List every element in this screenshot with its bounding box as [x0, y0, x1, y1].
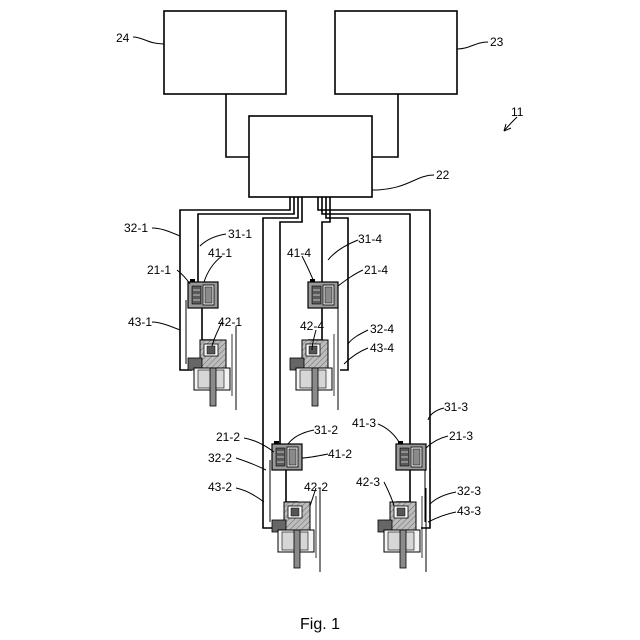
label-41-2: 41-2: [328, 447, 352, 461]
label-42-4: 42-4: [300, 319, 324, 333]
leader-23: [457, 42, 488, 49]
label-43-3: 43-3: [457, 504, 481, 518]
label-42-1: 42-1: [218, 315, 242, 329]
brake-42-1: [188, 326, 236, 410]
label-41-3: 41-3: [352, 416, 376, 430]
label-32-4: 32-4: [370, 322, 394, 336]
actuator-21-2: [272, 441, 302, 470]
link-23-22: [372, 94, 398, 157]
figure-caption: Fig. 1: [300, 616, 340, 633]
label-21-1: 21-1: [147, 263, 171, 277]
leader-22: [372, 175, 434, 190]
label-32-1: 32-1: [124, 221, 148, 235]
label-21-4: 21-4: [364, 263, 388, 277]
label-41-4: 41-4: [287, 246, 311, 260]
actuator-21-3: [396, 441, 426, 470]
label-21-2: 21-2: [216, 430, 240, 444]
actuator-21-4: [308, 279, 338, 308]
label-11: 11: [511, 105, 524, 119]
label-41-1: 41-1: [208, 246, 232, 260]
actuator-21-1: [188, 279, 218, 308]
brake-42-2: [272, 488, 320, 572]
label-31-4: 31-4: [358, 232, 382, 246]
label-42-2: 42-2: [304, 480, 328, 494]
block-23: [335, 11, 457, 94]
label-31-2: 31-2: [314, 423, 338, 437]
leader-24: [133, 37, 164, 44]
label-31-1: 31-1: [228, 227, 252, 241]
label-43-1: 43-1: [128, 315, 152, 329]
label-42-3: 42-3: [356, 475, 380, 489]
label-32-2: 32-2: [208, 451, 232, 465]
label-43-4: 43-4: [370, 341, 394, 355]
block-24: [164, 11, 286, 94]
label-31-3: 31-3: [444, 400, 468, 414]
label-24: 24: [116, 31, 130, 45]
link-24-22: [226, 94, 249, 157]
label-32-3: 32-3: [457, 484, 481, 498]
label-43-2: 43-2: [208, 480, 232, 494]
block-22: [249, 116, 372, 197]
label-22: 22: [436, 168, 450, 182]
label-21-3: 21-3: [449, 429, 473, 443]
brake-42-3: [378, 488, 426, 572]
label-23: 23: [490, 35, 504, 49]
